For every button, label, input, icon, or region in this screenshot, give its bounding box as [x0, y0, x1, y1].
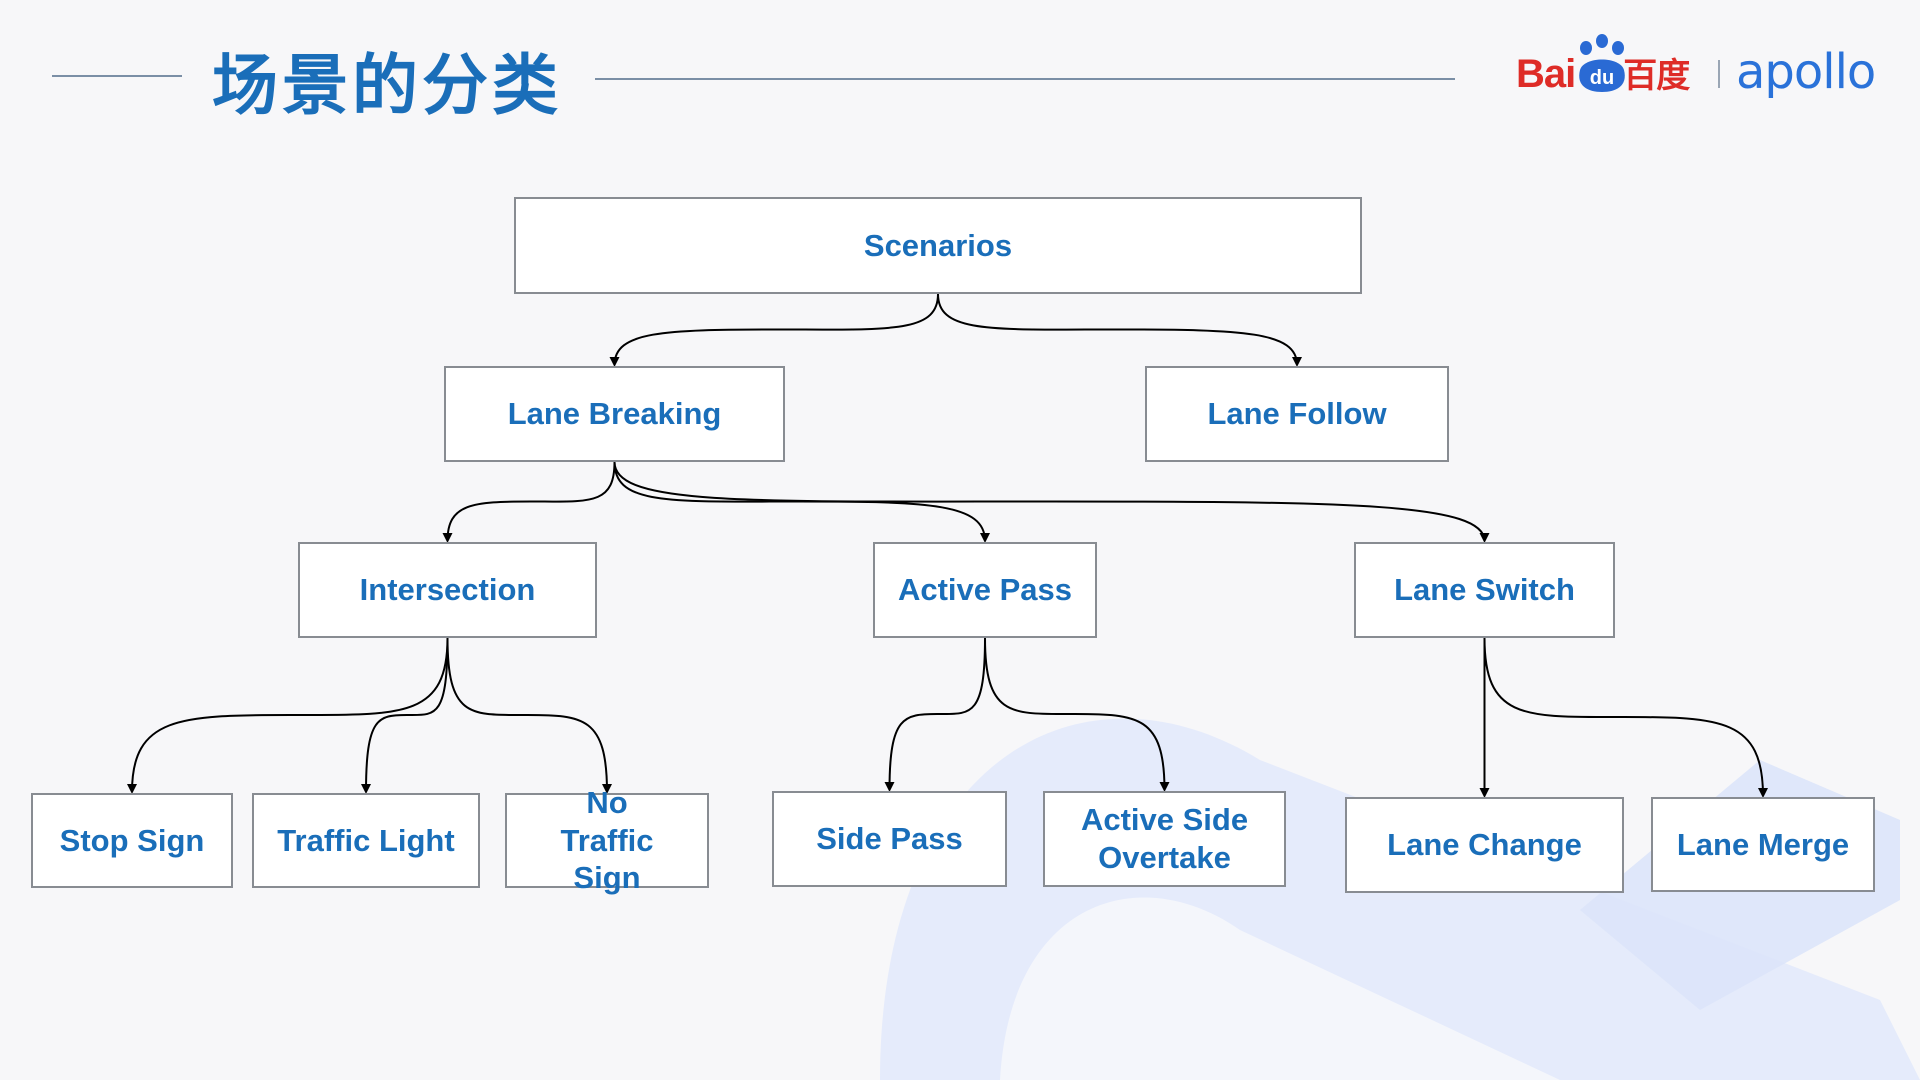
node-lane-change: Lane Change	[1345, 797, 1624, 893]
baidu-latin-text: Bai	[1516, 52, 1576, 96]
node-active-side-overtake: Active Side Overtake	[1043, 791, 1286, 887]
svg-text:du: du	[1590, 67, 1614, 89]
baidu-paw-icon: du	[1579, 34, 1625, 92]
logo-divider	[1718, 60, 1720, 88]
edge-intersection-to-traffic-light	[361, 637, 449, 794]
edge-lane-breaking-to-intersection	[442, 461, 616, 543]
edge-intersection-to-stop-sign	[127, 637, 449, 794]
node-lane-switch: Lane Switch	[1354, 542, 1615, 638]
node-lane-merge: Lane Merge	[1651, 797, 1875, 892]
apollo-wordmark: apollo	[1736, 44, 1876, 100]
edge-intersection-to-no-traffic-sign	[446, 637, 612, 794]
node-traffic-light: Traffic Light	[252, 793, 480, 888]
header-rule-right	[595, 78, 1455, 80]
node-active-pass: Active Pass	[873, 542, 1097, 638]
edge-lane-switch-to-lane-merge	[1483, 637, 1768, 798]
edge-scenarios-to-lane-breaking	[609, 293, 939, 367]
node-side-pass: Side Pass	[772, 791, 1007, 887]
baidu-wordmark: Bai 百度	[1516, 48, 1690, 97]
edge-active-pass-to-active-side-overtake	[984, 637, 1170, 792]
node-lane-follow: Lane Follow	[1145, 366, 1449, 462]
node-no-traffic-sign: No Traffic Sign	[505, 785, 709, 895]
node-intersection: Intersection	[298, 542, 597, 638]
edge-lane-breaking-to-lane-switch	[613, 461, 1490, 543]
brand-logo: Bai 百度 du apollo	[1512, 34, 1892, 106]
node-stop-sign: Stop Sign	[31, 793, 233, 888]
header-rule-left	[52, 75, 182, 77]
node-scenarios: Scenarios	[514, 197, 1362, 294]
node-lane-breaking: Lane Breaking	[444, 366, 785, 462]
baidu-chinese-text: 百度	[1623, 57, 1690, 95]
page-title: 场景的分类	[212, 47, 562, 124]
background-arc-hole	[1000, 897, 1560, 1080]
edge-active-pass-to-side-pass	[884, 637, 986, 792]
edge-scenarios-to-lane-follow	[937, 293, 1302, 367]
